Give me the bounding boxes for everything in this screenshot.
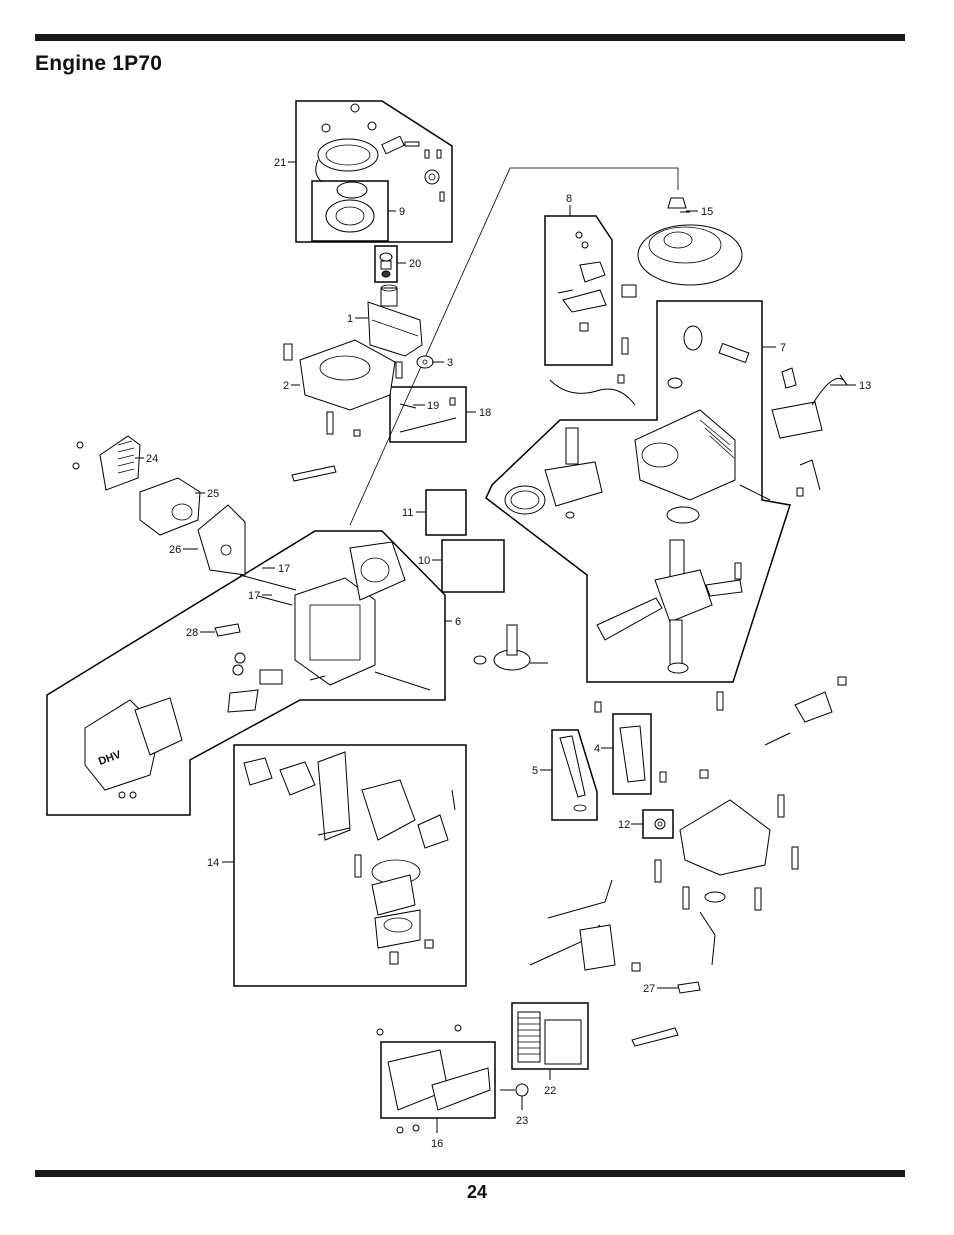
- callout-20: 20: [409, 258, 421, 270]
- part-24-muffler-guard: [72, 435, 141, 491]
- crankcase-group-box: [485, 300, 791, 683]
- governor-arm-top-right: [764, 676, 847, 746]
- callout-26: 26: [169, 544, 181, 556]
- camshaft-gear: [473, 624, 548, 671]
- callout-9: 9: [399, 206, 405, 218]
- crankcase-cover: [594, 691, 799, 972]
- callout-13: 13: [859, 380, 871, 392]
- part-20-box: [374, 245, 398, 283]
- callout-16: 16: [431, 1138, 443, 1150]
- part-12-seal: [654, 818, 666, 830]
- recoil-starter-parts: [315, 103, 445, 233]
- part-22-air-filter: [517, 1011, 582, 1065]
- part-16-air-cleaner: [376, 1024, 491, 1134]
- callout-22: 22: [544, 1085, 556, 1097]
- callout-25: 25: [207, 488, 219, 500]
- callout-27: 27: [643, 983, 655, 995]
- callout-4: 4: [594, 743, 600, 755]
- callout-19: 19: [427, 400, 439, 412]
- link-rod: [291, 465, 337, 482]
- part-5-box: [551, 729, 598, 821]
- part-18-19-pushrods: [399, 397, 457, 433]
- callout-6: 6: [455, 616, 461, 628]
- carburetor-parts: [243, 751, 456, 965]
- air-cleaner-box: [380, 1041, 496, 1119]
- cylinder-head-group-box: [46, 530, 446, 816]
- callout-1: 1: [347, 313, 353, 325]
- carburetor-group-box: [233, 744, 467, 987]
- callout-14: 14: [207, 857, 219, 869]
- callout-17-upper: 17: [278, 563, 290, 575]
- valve-cover: [84, 697, 183, 799]
- connector-line: [349, 167, 679, 526]
- part-5-dipstick: [559, 735, 587, 812]
- part-4-oil-fill-tube: [619, 725, 646, 783]
- callout-24: 24: [146, 453, 158, 465]
- callout-15: 15: [701, 206, 713, 218]
- page-title: Engine 1P70: [35, 52, 163, 75]
- governor-group-box: [544, 215, 613, 366]
- page-number: 24: [466, 1182, 488, 1202]
- part-25-muffler: [139, 477, 201, 536]
- callout-28: 28: [186, 627, 198, 639]
- callout-3: 3: [447, 357, 453, 369]
- callout-7: 7: [780, 342, 786, 354]
- part-10-box: [441, 539, 505, 593]
- part-20-bushing: [379, 252, 393, 278]
- callout-10: 10: [418, 555, 430, 567]
- part-18-box: [389, 386, 467, 443]
- bottom-rule: [35, 1170, 905, 1177]
- governor-linkage: [529, 879, 716, 1047]
- part-3-spacer: [416, 355, 434, 369]
- part-23-knob: [500, 1083, 529, 1097]
- part-1-blower-housing: [367, 284, 423, 357]
- cylinder-head: [214, 541, 431, 713]
- crankshaft: [596, 539, 743, 674]
- callout-12: 12: [618, 819, 630, 831]
- callout-23: 23: [516, 1115, 528, 1127]
- part-2-cylinder-shroud: [283, 339, 403, 437]
- part-13-ignition-coil: [771, 367, 848, 497]
- top-rule: [35, 34, 905, 41]
- part-26-heat-shield: [197, 504, 246, 576]
- callout-leaders: [135, 161, 856, 1133]
- governor-parts: [549, 231, 637, 406]
- part-11-box: [425, 489, 467, 536]
- callout-21: 21: [274, 157, 286, 169]
- part-4-box: [612, 713, 652, 795]
- recoil-starter-group-box: [295, 100, 453, 243]
- piston: [504, 427, 603, 519]
- callout-17-lower: 17: [248, 590, 260, 602]
- callout-11: 11: [402, 507, 413, 519]
- crankcase-block: [634, 325, 771, 524]
- callout-8: 8: [566, 193, 572, 205]
- callout-18: 18: [479, 407, 491, 419]
- callout-5: 5: [532, 765, 538, 777]
- flywheel: [637, 197, 743, 286]
- callout-2: 2: [283, 380, 289, 392]
